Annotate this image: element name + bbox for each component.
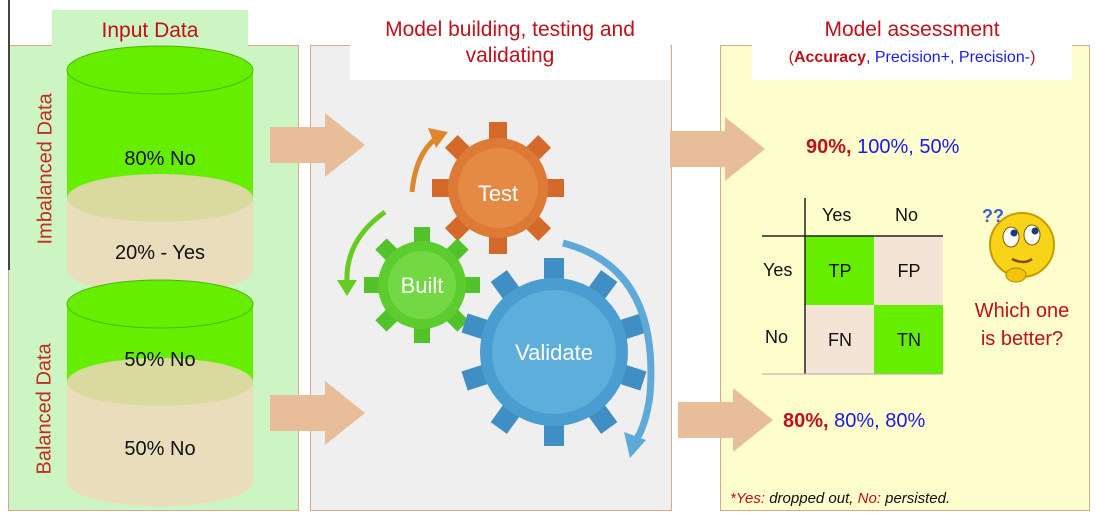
green-curve-arrowhead <box>337 280 357 296</box>
matrix-col-header-yes: Yes <box>822 205 852 225</box>
balanced-precisions: 80%, 80% <box>828 410 926 432</box>
matrix-cell-fn: FN <box>828 329 852 350</box>
flow-arrows <box>270 113 773 452</box>
balanced-cylinder <box>66 279 254 506</box>
footnote-no-text: persisted. <box>880 490 951 507</box>
model-header: Model building, testing and validating <box>385 18 635 67</box>
matrix-grid <box>762 198 943 375</box>
gear-validate-graphic <box>461 258 647 446</box>
matrix-row-header-yes: Yes <box>763 260 793 280</box>
matrix-cell-tn: TN <box>897 329 921 350</box>
model-header-bg <box>350 10 670 80</box>
gear-built-graphic <box>364 227 480 343</box>
balanced-top-value: 50% No <box>124 349 196 371</box>
matrix-row-header-no: No <box>765 327 789 347</box>
input-header: Input Data <box>101 19 199 42</box>
cycle-arrows <box>337 128 655 458</box>
metrics-precision-neg: Precision- <box>958 49 1031 66</box>
footnote-no: No: <box>857 490 881 507</box>
imbalanced-accuracy: 90%, <box>806 136 852 158</box>
assessment-metrics: (Accuracy, Precision+, Precision-) <box>752 49 1072 67</box>
question-line1: Which one <box>974 300 1070 322</box>
metrics-precision-pos: Precision+ <box>874 49 951 66</box>
arrow-input-to-model-top <box>270 113 365 177</box>
footnote-yes-text: dropped out, <box>765 490 858 507</box>
metrics-open: ( <box>788 49 794 66</box>
matrix-cell-fp: FP <box>897 260 921 281</box>
question-marks: ?? <box>982 206 1004 226</box>
footnote: *Yes: dropped out, No: persisted. <box>730 490 950 507</box>
metrics-sep2: , <box>950 49 959 66</box>
imbalanced-result: 90%, 100%, 50% <box>806 136 959 159</box>
balanced-result: 80%, 80%, 80% <box>783 410 925 433</box>
metrics-close: ) <box>1030 49 1036 66</box>
gear-built-label: Built <box>400 273 444 298</box>
arrow-input-to-model-bottom <box>270 381 365 445</box>
gear-test-graphic <box>432 122 564 254</box>
left-edge-line <box>8 0 10 270</box>
metrics-sep1: , <box>865 49 875 66</box>
assessment-header-bg <box>752 10 1072 80</box>
arrow-model-to-assessment-bottom <box>678 388 773 452</box>
imbalanced-bottom-value: 20% - Yes <box>114 242 206 264</box>
blue-curve-arrow <box>562 239 655 442</box>
assessment-header: Model assessment <box>824 18 1000 41</box>
balanced-accuracy: 80%, <box>783 410 829 432</box>
footnote-yes: *Yes: <box>730 490 766 507</box>
arrow-model-to-assessment-top <box>670 117 765 181</box>
imbalanced-cylinder <box>66 45 254 294</box>
balanced-bottom-value: 50% No <box>124 438 196 460</box>
imbalanced-top-value: 80% No <box>124 148 196 170</box>
question-line2: is better? <box>980 328 1064 350</box>
matrix-cell-tp: TP <box>828 260 852 281</box>
green-curve-arrow <box>344 209 387 284</box>
thinking-face-icon <box>989 212 1055 283</box>
imbalanced-precisions: 100%, 50% <box>851 136 960 158</box>
blue-curve-arrowhead <box>624 432 646 458</box>
input-header-bg <box>52 10 248 48</box>
matrix-col-header-no: No <box>895 205 919 225</box>
metrics-accuracy: Accuracy <box>793 49 866 66</box>
gear-test-label: Test <box>477 181 519 206</box>
orange-curve-arrowhead <box>428 128 448 148</box>
gear-validate-label: Validate <box>515 340 593 365</box>
